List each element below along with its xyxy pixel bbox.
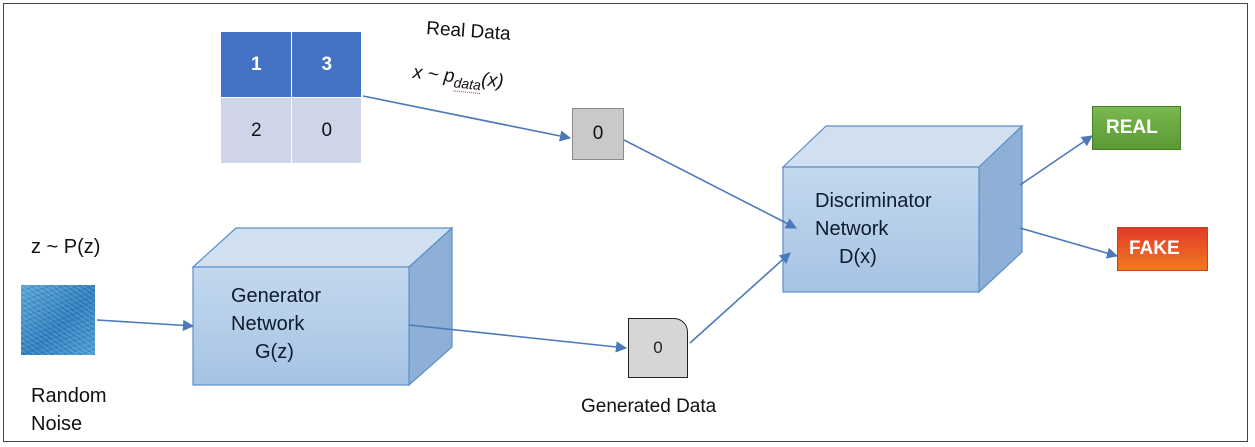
z-distribution-label: z ~ P(z) <box>31 236 101 258</box>
generator-box-top <box>191 227 454 268</box>
matrix-cell: 0 <box>290 97 362 164</box>
discriminator-label-line2: Network <box>815 218 889 240</box>
generator-label-line2: Network <box>231 313 305 335</box>
arrow-discriminator-to-fake <box>1019 227 1119 259</box>
generated-sample-value: 0 <box>653 338 663 357</box>
arrow-generator-to-generated <box>408 324 628 353</box>
discriminator-label-line1: Discriminator <box>815 190 932 212</box>
arrow-sample-to-discriminator <box>623 139 797 229</box>
matrix-row: 1 3 <box>220 31 362 98</box>
matrix-cell: 3 <box>290 31 362 98</box>
random-noise-image <box>21 285 95 355</box>
matrix-cell: 1 <box>220 31 292 98</box>
generated-sample-box: 0 <box>628 318 688 378</box>
arrow-matrix-to-sample <box>362 95 572 142</box>
generator-box <box>191 226 454 387</box>
arrow-generated-to-discriminator <box>689 252 791 344</box>
random-noise-label-line2: Noise <box>31 413 83 435</box>
real-sample-value: 0 <box>592 123 604 144</box>
real-output-box: REAL <box>1092 106 1181 150</box>
diagram-frame <box>3 3 1248 442</box>
arrow-noise-to-generator <box>96 319 195 331</box>
real-sample-box: 0 <box>572 108 624 160</box>
generator-label-line3: G(z) <box>255 341 294 363</box>
generated-data-label: Generated Data <box>581 396 717 417</box>
fake-output-box: FAKE <box>1117 227 1208 271</box>
discriminator-box-front <box>782 166 980 293</box>
random-noise-label: Random Noise <box>31 382 107 438</box>
generator-box-front <box>192 266 410 386</box>
x-dist-suffix: (x) <box>480 69 505 93</box>
matrix-row: 2 0 <box>220 97 362 164</box>
arrow-discriminator-to-real <box>1019 135 1093 186</box>
discriminator-box <box>781 124 1024 294</box>
discriminator-label-line3: D(x) <box>839 246 877 268</box>
generator-label-line1: Generator <box>231 285 322 307</box>
x-dist-subscript: data <box>452 74 482 95</box>
x-dist-prefix: x ~ <box>411 62 445 87</box>
random-noise-label-line1: Random <box>31 385 107 407</box>
real-data-matrix: 1 3 2 0 <box>220 31 362 164</box>
matrix-cell: 2 <box>220 97 292 164</box>
